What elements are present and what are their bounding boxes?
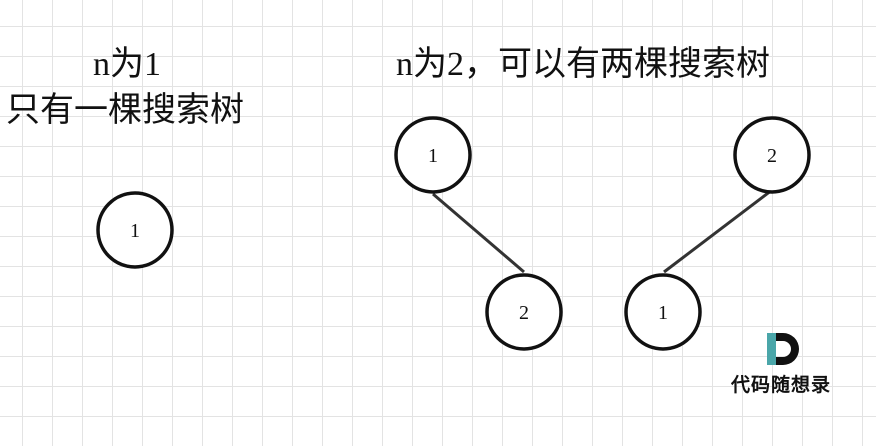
single-tree-node: 1 (96, 191, 174, 269)
tree-b-edge (663, 188, 773, 274)
watermark-logo: 代码随想录 (716, 330, 846, 400)
single-tree-subheading: 只有一棵搜索树 (6, 92, 244, 129)
tree-a-child-node: 2 (485, 273, 563, 351)
tree-a-root-node: 1 (394, 116, 472, 194)
tree-a-child-label: 2 (519, 302, 529, 324)
tree-b-child-node: 1 (624, 273, 702, 351)
tree-b-root-label: 2 (767, 145, 777, 167)
tree-a-root-label: 1 (428, 145, 438, 167)
watermark-text: 代码随想录 (730, 374, 831, 396)
logo-d-icon (767, 333, 799, 365)
double-tree-heading: n为2，可以有两棵搜索树 (396, 46, 770, 83)
tree-b-root-node: 2 (733, 116, 811, 194)
single-tree-node-label: 1 (130, 220, 140, 242)
tree-a-edge (432, 192, 525, 274)
single-tree-heading: n为1 (93, 46, 161, 83)
tree-b-child-label: 1 (658, 302, 668, 324)
